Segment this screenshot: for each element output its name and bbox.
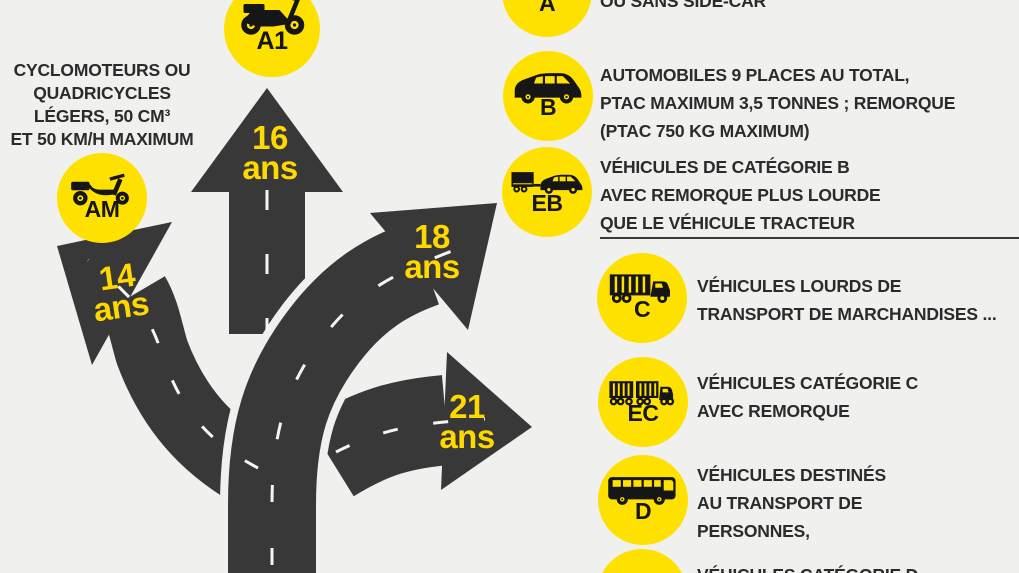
badge-c-code: C (633, 296, 651, 322)
badge-c: C (597, 253, 687, 343)
category-d-line: AU TRANSPORT DE (697, 493, 863, 513)
bus-icon (608, 477, 676, 505)
category-d-description: VÉHICULES DESTINÉS AU TRANSPORT DE PERSO… (697, 461, 886, 545)
category-b-line: AUTOMOBILES 9 PLACES AU TOTAL, (600, 65, 910, 85)
category-d-line: VÉHICULES DESTINÉS (697, 465, 886, 485)
category-b-line: (PTAC 750 KG MAXIMUM) (600, 121, 810, 141)
category-b-line: PTAC MAXIMUM 3,5 TONNES ; REMORQUE (600, 93, 956, 113)
age-label-18: 18 ans (377, 218, 487, 285)
category-d-line: PERSONNES, (697, 521, 810, 541)
category-eb-description: VÉHICULES DE CATÉGORIE B AVEC REMORQUE P… (600, 153, 881, 237)
badge-a1: A1 (224, 0, 320, 77)
category-ed-line: VÉHICULES CATÉGORIE D (697, 561, 918, 573)
motorcycle-icon (241, 0, 305, 35)
category-ed-description: VÉHICULES CATÉGORIE D (697, 561, 918, 573)
badge-am-code: AM (84, 196, 120, 222)
car-icon (514, 73, 582, 104)
category-ec-line: VÉHICULES CATÉGORIE C (697, 373, 919, 393)
badge-eb: EB (502, 147, 592, 237)
badge-a-code: A (538, 0, 556, 16)
category-c-description: VÉHICULES LOURDS DE TRANSPORT DE MARCHAN… (697, 272, 997, 328)
age-16-number: 16 (252, 119, 288, 156)
age-label-16: 16 ans (215, 119, 325, 186)
badge-eb-code: EB (531, 190, 563, 216)
badge-d-code: D (634, 498, 652, 524)
note-line: QUADRICYCLES (33, 83, 171, 103)
age-21-number: 21 (449, 388, 485, 425)
age-18-number: 18 (414, 218, 450, 255)
category-a-line: OU SANS SIDE-CAR (600, 0, 766, 11)
badge-d: D (598, 455, 688, 545)
badge-b: B (503, 51, 593, 141)
badge-ec-code: EC (627, 400, 659, 426)
category-c-line: TRANSPORT DE MARCHANDISES ... (697, 304, 997, 324)
age-16-unit: ans (242, 149, 298, 186)
note-line: CYCLOMOTEURS OU (13, 60, 191, 80)
badge-ec: EC (598, 357, 688, 447)
note-line: LÉGERS, 50 CM³ (33, 106, 171, 126)
age-21-unit: ans (439, 418, 495, 455)
age-label-21: 21 ans (412, 388, 522, 455)
badge-b-code: B (539, 94, 557, 120)
am-category-note: CYCLOMOTEURS OU QUADRICYCLES LÉGERS, 50 … (0, 59, 204, 151)
age-18-unit: ans (404, 248, 460, 285)
category-b-description: AUTOMOBILES 9 PLACES AU TOTAL, PTAC MAXI… (600, 61, 955, 145)
category-c-line: VÉHICULES LOURDS DE (697, 276, 902, 296)
truck-with-trailer-icon (609, 381, 675, 406)
badge-a1-code: A1 (256, 27, 288, 55)
truck-icon (609, 274, 670, 304)
category-ec-description: VÉHICULES CATÉGORIE C AVEC REMORQUE (697, 369, 918, 425)
note-line: ET 50 KM/H MAXIMUM (10, 129, 194, 149)
road-centerlines (87, 190, 486, 573)
badge-am: AM (57, 153, 147, 243)
category-eb-line: AVEC REMORQUE PLUS LOURDE (600, 185, 881, 205)
category-eb-line: QUE LE VÉHICULE TRACTEUR (600, 213, 855, 233)
car-with-trailer-icon (511, 172, 583, 194)
category-ec-line: AVEC REMORQUE (697, 401, 850, 421)
category-eb-line: VÉHICULES DE CATÉGORIE B (600, 157, 850, 177)
category-a-description: OU SANS SIDE-CAR (600, 0, 766, 15)
section-divider (600, 237, 1019, 239)
moped-icon (71, 173, 129, 206)
